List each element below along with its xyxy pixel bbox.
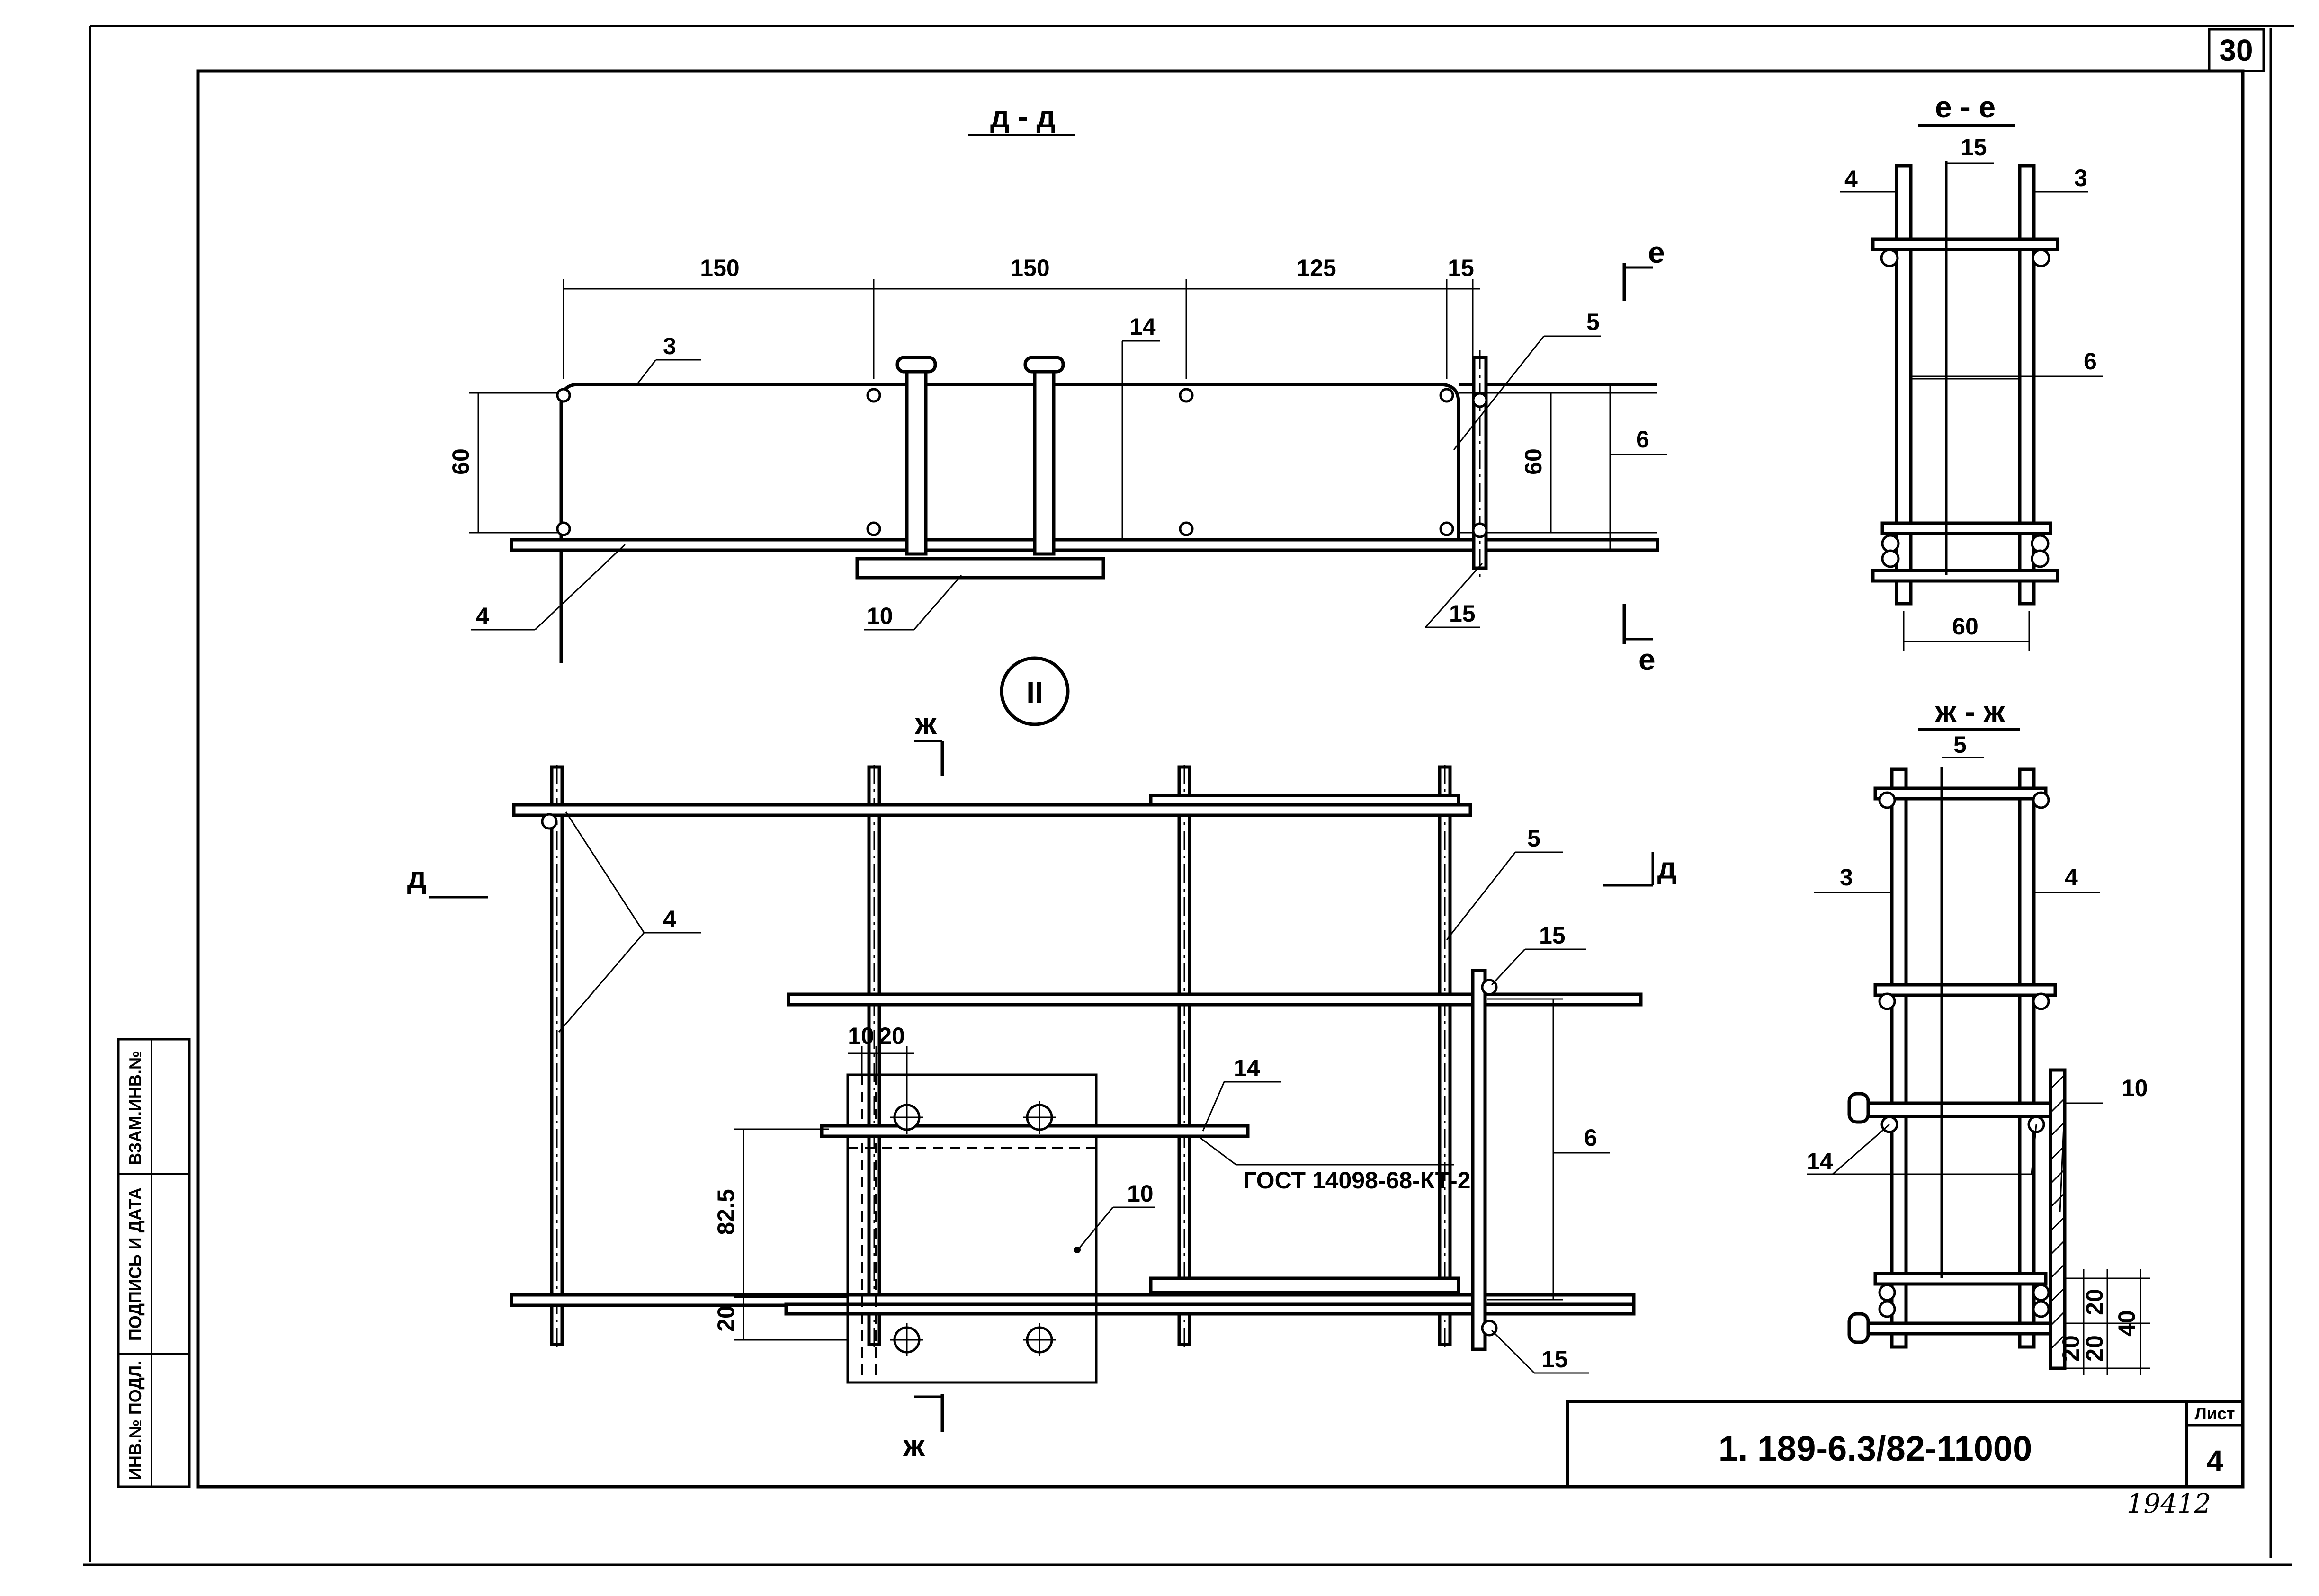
section-d-title: д - д xyxy=(990,99,1056,134)
node-dim-10: 10 xyxy=(848,1023,874,1049)
section-d-label-10: 10 xyxy=(867,603,893,629)
cut-mark-d-right: д xyxy=(1657,851,1677,885)
node-label-15-bottom: 15 xyxy=(1541,1346,1568,1373)
section-d-dim-125: 125 xyxy=(1297,255,1336,281)
section-e-e: е - е xyxy=(1840,90,2103,651)
section-zh-dim-40: 40 xyxy=(2113,1310,2140,1337)
section-d-dim-15: 15 xyxy=(1448,255,1474,281)
section-d-d: д - д xyxy=(469,99,1667,663)
sheet-frame xyxy=(83,25,2294,1566)
section-zh-label-5: 5 xyxy=(1953,731,1967,758)
side-stamp xyxy=(117,1038,191,1488)
section-zh-dim-20-b: 20 xyxy=(2081,1335,2108,1362)
inventory-number: 19412 xyxy=(2127,1489,2211,1519)
section-d-dim-150-b: 150 xyxy=(1010,255,1049,281)
cut-mark-d-left: д xyxy=(407,860,427,894)
node-dim-20-top: 20 xyxy=(878,1023,905,1049)
section-zh-title: ж - ж xyxy=(1934,695,2005,729)
section-e-label-15: 15 xyxy=(1961,134,1987,160)
sheet-corner-number: 30 xyxy=(2219,33,2253,67)
section-zh-zh: ж - ж xyxy=(1807,695,2150,1375)
cut-mark-e-top: е xyxy=(1648,235,1665,269)
sheet-number: 4 xyxy=(2206,1444,2223,1478)
section-zh-label-14: 14 xyxy=(1807,1148,1833,1175)
title-code: 1. 189-6.3/82-11000 xyxy=(1719,1429,2032,1468)
section-d-dim-150-a: 150 xyxy=(700,255,739,281)
node-dim-20-left: 20 xyxy=(713,1305,739,1332)
stamp-vzam-inv-no: ВЗАМ.ИНВ.№ xyxy=(125,1051,145,1165)
node-label-15-top: 15 xyxy=(1539,922,1566,949)
section-e-label-4: 4 xyxy=(1844,166,1858,192)
node-label-4: 4 xyxy=(663,906,676,932)
section-e-label-3: 3 xyxy=(2074,165,2087,191)
section-d-label-5: 5 xyxy=(1586,309,1600,335)
section-e-title: е - е xyxy=(1935,90,1996,124)
section-d-dim-60-left: 60 xyxy=(448,448,474,475)
section-d-label-14: 14 xyxy=(1129,313,1156,340)
node-callout-ii: II xyxy=(1026,676,1043,710)
section-e-dim-60: 60 xyxy=(1952,613,1979,640)
section-zh-dim-20-a: 20 xyxy=(2081,1289,2108,1315)
sheet-label: Лист xyxy=(2194,1404,2235,1423)
section-zh-label-3: 3 xyxy=(1840,864,1853,891)
section-d-dim-60-right: 60 xyxy=(1520,448,1547,475)
stamp-podpis-i-data: ПОДПИСЬ И ДАТА xyxy=(125,1187,145,1341)
node-label-5: 5 xyxy=(1527,825,1540,852)
node-ii-plan xyxy=(429,656,1654,1432)
node-label-14: 14 xyxy=(1234,1055,1260,1081)
section-d-label-4: 4 xyxy=(476,603,489,629)
section-d-label-6: 6 xyxy=(1636,426,1649,453)
title-block xyxy=(1566,1400,2245,1489)
section-zh-label-4: 4 xyxy=(2065,864,2078,891)
weld-standard-note: ГОСТ 14098-68-КТ-2 xyxy=(1243,1167,1471,1194)
section-e-label-6: 6 xyxy=(2084,348,2097,374)
cut-mark-zh-bottom: ж xyxy=(903,1428,925,1462)
node-dim-82-5: 82.5 xyxy=(713,1189,739,1235)
section-d-label-3: 3 xyxy=(663,333,676,359)
cut-mark-e-bottom: е xyxy=(1639,642,1656,677)
section-zh-dim-20-c: 20 xyxy=(2058,1335,2084,1362)
section-d-label-15: 15 xyxy=(1449,600,1476,627)
node-label-6: 6 xyxy=(1584,1124,1597,1151)
cut-mark-zh-top: ж xyxy=(914,706,937,740)
stamp-inv-no-podl: ИНВ.№ ПОДЛ. xyxy=(125,1361,145,1480)
node-label-10: 10 xyxy=(1127,1180,1154,1207)
section-zh-label-10: 10 xyxy=(2122,1075,2148,1101)
